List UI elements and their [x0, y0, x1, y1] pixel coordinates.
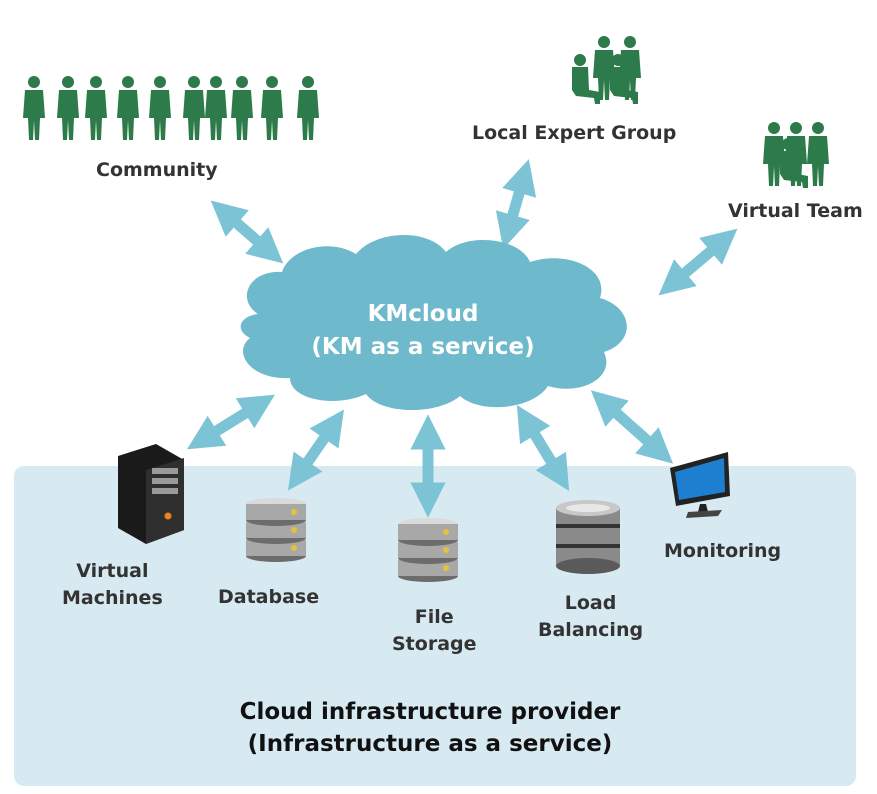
cloud-title: KMcloud	[367, 301, 479, 327]
database-label: Database	[218, 586, 320, 608]
monitoring-label: Monitoring	[664, 540, 782, 562]
arrow-community	[210, 200, 284, 264]
virtual-machines-label: Virtual Machines	[62, 560, 163, 609]
arrow-database	[287, 409, 345, 491]
load-balancer-icon	[556, 500, 620, 574]
cloud-subtitle: (KM as a service)	[311, 334, 535, 360]
expert-group-icon	[572, 36, 641, 104]
arrow-load-balancing	[516, 404, 570, 492]
database-icon	[246, 498, 306, 562]
cloud-label: KMcloud (KM as a service)	[296, 298, 550, 364]
server-tower-icon	[118, 444, 184, 544]
community-label: Community	[96, 159, 218, 181]
storage-icon	[398, 518, 458, 582]
local-expert-label: Local Expert Group	[472, 122, 677, 144]
monitor-icon	[670, 452, 730, 518]
load-balancing-label: Load Balancing	[538, 592, 644, 641]
file-storage-label: File Storage	[392, 606, 477, 655]
team-icon	[763, 122, 829, 188]
arrow-monitoring	[590, 390, 674, 464]
cloud-icon	[240, 234, 627, 411]
infrastructure-title: Cloud infrastructure provider (Infrastru…	[239, 699, 621, 757]
arrow-virtual-machines	[187, 394, 275, 450]
people-group-icon	[23, 76, 319, 140]
arrow-local-expert	[495, 159, 537, 249]
connector-arrows	[187, 159, 738, 518]
virtual-team-label: Virtual Team	[728, 200, 863, 222]
arrow-virtual-team	[658, 228, 738, 296]
